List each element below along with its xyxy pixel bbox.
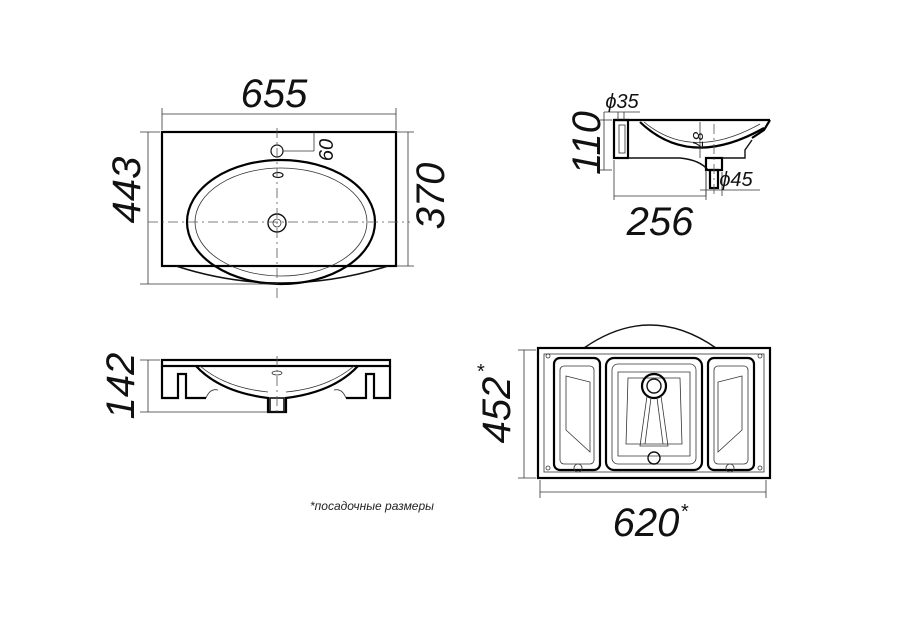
dim-height-110: 110 [565,111,609,175]
top-view: 655 443 370 60 [105,72,453,300]
dim-width-655: 655 [241,72,308,116]
side-view: 110 ϕ35 87 ϕ45 256 [565,91,771,244]
bottom-view: 452 * 620 * [475,324,772,545]
overflow-slot [272,171,284,179]
dim-diameter-35: ϕ35 [605,91,639,113]
asterisk-452: * [476,361,485,383]
dim-depth-443: 443 [105,157,149,224]
dim-370: 370 [409,163,453,230]
dim-width-620: 620 [613,501,680,545]
top-outline [160,130,398,268]
front-view: 142 [99,353,392,420]
dim-tap-60: 60 [316,139,338,161]
dim-height-142: 142 [99,353,143,420]
dim-diameter-45: ϕ45 [719,169,753,191]
dim-depth-256: 256 [626,200,694,244]
dim-height-452: 452 [475,377,519,444]
bottom-outline [536,346,772,480]
footnote: *посадочные размеры [310,499,434,513]
asterisk-620: * [680,501,689,523]
dim-87: 87 [689,132,706,149]
